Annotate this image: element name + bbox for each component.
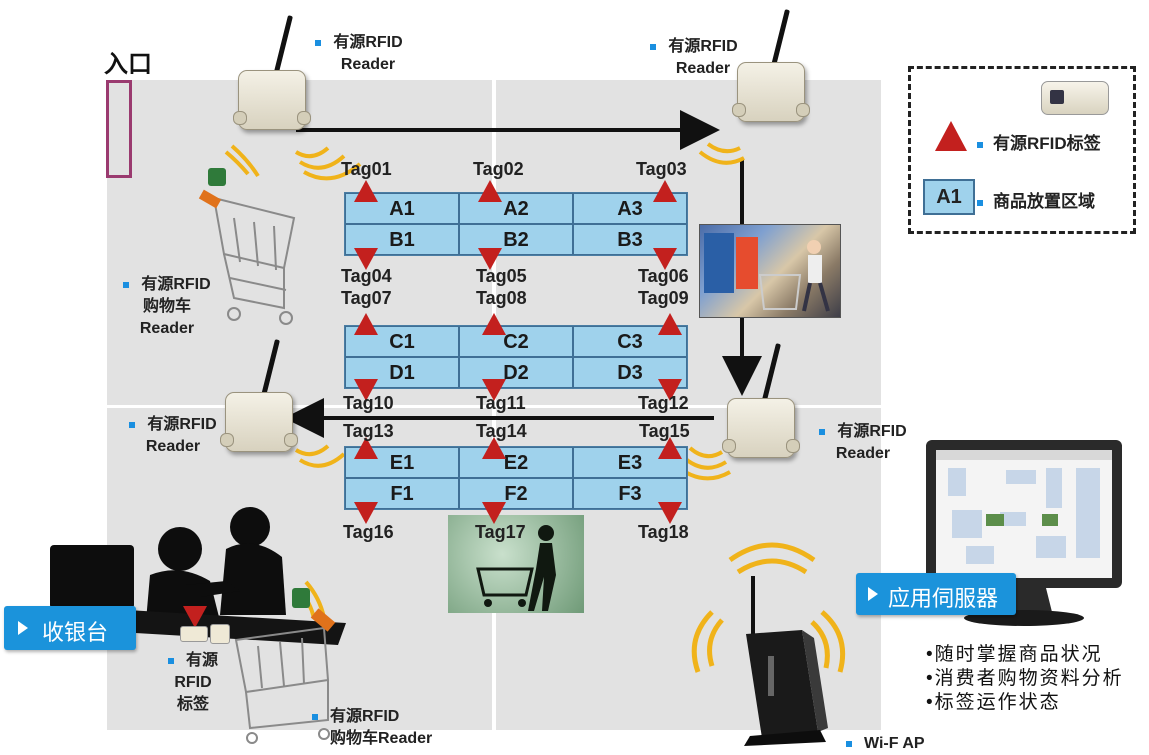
server-feature-item: •消费者购物资料分析 (926, 668, 1124, 689)
tag-label: Tag07 (341, 288, 392, 308)
shopping-cart-icon (198, 168, 296, 325)
zone-a1: A1 (345, 193, 459, 224)
tag-label: Tag01 (341, 159, 392, 179)
zone-b3: B3 (573, 224, 687, 255)
rfid-tag-device-icon (1041, 81, 1109, 115)
shelf-row-3: E1 E2 E3 F1 F2 F3 (344, 446, 688, 510)
legend-zone-sample: A1 (923, 179, 975, 215)
checkout-tag-icon (183, 606, 207, 628)
rfid-tag-icon (658, 437, 682, 459)
server-feature-item: •随时掌握商品状况 (926, 644, 1103, 665)
tag-label: Tag17 (475, 522, 526, 542)
zone-d3: D3 (573, 357, 687, 388)
shelf-row-1: A1 A2 A3 B1 B2 B3 (344, 192, 688, 256)
tag-label: Tag05 (476, 266, 527, 286)
rfid-tag-icon (354, 502, 378, 524)
wifi-signal-icon (224, 142, 745, 619)
play-triangle-icon (18, 621, 28, 635)
zone-b1: B1 (345, 224, 459, 255)
zone-d1: D1 (345, 357, 459, 388)
shopping-cart-icon (234, 588, 336, 744)
app-server-button-label: 应用伺服器 (888, 586, 999, 611)
cart-reader-label-bottom: 有源RFID 购物车Reader (312, 706, 472, 750)
checkout-tag-device (210, 624, 230, 644)
cart-silhouette-photo (448, 515, 584, 613)
zone-c3: C3 (573, 326, 687, 357)
wifi-ap-label: Wi-F AP (846, 733, 925, 755)
rfid-tag-icon (658, 379, 682, 401)
reader-label-mid-left: 有源RFID Reader (118, 414, 228, 458)
tag-label: Tag11 (476, 393, 526, 413)
zone-f1: F1 (345, 478, 459, 509)
rfid-tag-icon (482, 502, 506, 524)
tag-label: Tag14 (476, 421, 527, 441)
legend-tag-icon (935, 121, 967, 151)
reader-label-top-left: 有源RFID Reader (308, 32, 428, 76)
shelf-row-2: C1 C2 C3 D1 D2 D3 (344, 325, 688, 389)
tag-label: Tag09 (638, 288, 689, 308)
tag-label: Tag04 (341, 266, 392, 286)
rfid-tag-icon (354, 379, 378, 401)
checkout-button-label: 收银台 (42, 620, 109, 645)
zone-b2: B2 (459, 224, 573, 255)
tag-label: Tag18 (638, 522, 689, 542)
legend-box: 有源RFID标签 A1 商品放置区域 (908, 66, 1136, 234)
cart-reader-label-top: 有源RFID 购物车 Reader (112, 274, 222, 340)
shopper-photo (699, 224, 841, 318)
wifi-ap-signal-icon (691, 542, 846, 673)
rfid-tag-icon (482, 379, 506, 401)
app-server-button[interactable]: 应用伺服器 (856, 573, 1016, 615)
rfid-tag-icon (478, 248, 502, 270)
rfid-tag-icon (658, 502, 682, 524)
play-triangle-icon (868, 587, 878, 601)
server-feature-item: •标签运作状态 (926, 692, 1061, 713)
tag-label: Tag08 (476, 288, 527, 308)
zone-a3: A3 (573, 193, 687, 224)
rfid-tag-icon (653, 180, 677, 202)
tag-label: Tag15 (639, 421, 690, 441)
tag-label: Tag06 (638, 266, 689, 286)
checkout-button[interactable]: 收银台 (4, 606, 136, 650)
zone-c1: C1 (345, 326, 459, 357)
checkout-tag-device (180, 626, 208, 642)
rfid-reader-icon (220, 392, 298, 452)
legend-tag-label: 有源RFID标签 (977, 133, 1101, 155)
rfid-tag-icon (658, 313, 682, 335)
zone-e2: E2 (459, 447, 573, 478)
rfid-reader-icon (732, 62, 810, 122)
rfid-tag-icon (482, 437, 506, 459)
tag-label: Tag10 (343, 393, 394, 413)
tag-label: Tag16 (343, 522, 394, 542)
entrance-door (106, 80, 132, 178)
rfid-tag-icon (354, 248, 378, 270)
tag-label: Tag03 (636, 159, 687, 179)
router-icon (744, 576, 828, 746)
zone-f2: F2 (459, 478, 573, 509)
zone-f3: F3 (573, 478, 687, 509)
tag-label: Tag12 (638, 393, 689, 413)
rfid-tag-icon (354, 437, 378, 459)
rfid-tag-icon (478, 180, 502, 202)
rfid-tag-icon (354, 180, 378, 202)
rfid-reader-icon (722, 398, 800, 458)
zone-d2: D2 (459, 357, 573, 388)
server-feature-list: •随时掌握商品状况 •消费者购物资料分析 •标签运作状态 (926, 643, 1124, 715)
zone-c2: C2 (459, 326, 573, 357)
rfid-reader-icon (233, 70, 311, 130)
reader-label-mid-right: 有源RFID Reader (808, 421, 918, 465)
zone-e3: E3 (573, 447, 687, 478)
legend-zone-label: 商品放置区域 (977, 191, 1095, 213)
checkout-tag-label: 有源 RFID 标签 (148, 650, 238, 716)
zone-a2: A2 (459, 193, 573, 224)
rfid-tag-icon (482, 313, 506, 335)
entrance-label: 入口 (104, 51, 152, 78)
rfid-tag-icon (354, 313, 378, 335)
reader-label-top-right: 有源RFID Reader (643, 36, 763, 80)
zone-e1: E1 (345, 447, 459, 478)
tag-label: Tag13 (343, 421, 394, 441)
rfid-tag-icon (653, 248, 677, 270)
tag-label: Tag02 (473, 159, 524, 179)
